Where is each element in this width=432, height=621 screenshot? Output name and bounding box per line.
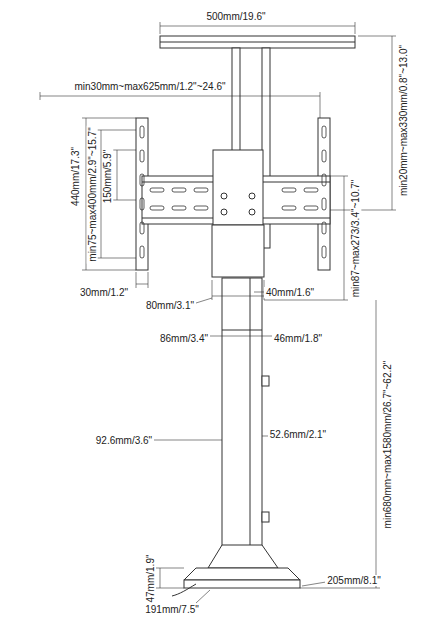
arm-slot xyxy=(140,174,144,186)
dimension-label: min87~max273/3.4"~10.7" xyxy=(350,177,361,299)
base-plate-side xyxy=(184,580,300,588)
top-plate xyxy=(160,36,355,48)
arm-slot xyxy=(322,198,326,210)
screw xyxy=(249,209,255,215)
cable-clip xyxy=(262,376,269,386)
arm-slot xyxy=(140,222,144,234)
dimension-label: 52.6mm/2.1" xyxy=(268,429,328,440)
arm-slot xyxy=(140,150,144,162)
dimension-label: 30mm/1.2" xyxy=(78,287,130,298)
dimension-label: 40mm/1.6" xyxy=(264,287,316,298)
dimension-label: 191mm/7.5" xyxy=(143,604,201,615)
lift-parts xyxy=(136,36,355,596)
dimension-label: 440mm/17.3" xyxy=(70,144,81,207)
dimension-label: 86mm/3.4" xyxy=(158,333,210,344)
bracket-slot xyxy=(194,206,208,210)
screw xyxy=(221,193,227,199)
dimension-label: 47mm/1.9" xyxy=(144,552,155,604)
arm-slot xyxy=(322,246,326,258)
dimension-label: min20mm~max330mm/0.8"~13.0" xyxy=(399,42,410,197)
bracket-slot xyxy=(172,188,186,192)
dimension-label: 46mm/1.8" xyxy=(272,333,324,344)
dimension-label: 205mm/8.1" xyxy=(325,575,383,586)
dimension-lines xyxy=(40,22,396,603)
top-plate-edge xyxy=(160,42,355,43)
arm-slot xyxy=(322,222,326,234)
arm-slot xyxy=(140,198,144,210)
bracket-slot xyxy=(304,188,318,192)
base-plate xyxy=(184,568,300,580)
dimension-label: min680mm~max1580mm/26.7"~62.2" xyxy=(383,358,394,530)
bracket-slot xyxy=(150,188,164,192)
power-cable xyxy=(172,584,196,596)
bracket-slot xyxy=(304,206,318,210)
bracket-slot xyxy=(150,206,164,210)
dimension-label: 80mm/3.1" xyxy=(144,300,196,311)
bracket-slot xyxy=(172,206,186,210)
motor-plate xyxy=(213,150,263,225)
pole-joint xyxy=(222,330,262,331)
bracket-slot xyxy=(282,188,296,192)
dimension-label: min75~max400mm/2.9"~15.7" xyxy=(87,125,98,263)
bracket-slots xyxy=(140,126,326,258)
arm-slot xyxy=(322,174,326,186)
arm-slot xyxy=(140,126,144,138)
arm-slot xyxy=(322,126,326,138)
screw xyxy=(249,193,255,199)
column-head xyxy=(212,225,264,277)
bracket-slot xyxy=(194,188,208,192)
arm-slot xyxy=(140,246,144,258)
base-wedge xyxy=(208,545,278,568)
arm-slot xyxy=(322,150,326,162)
dimension-label: 500mm/19.6" xyxy=(204,11,267,22)
pole-edge xyxy=(250,278,251,563)
screw xyxy=(221,209,227,215)
dimension-label: min30mm~max625mm/1.2"~24.6" xyxy=(72,81,227,92)
bracket-slot xyxy=(282,206,296,210)
cable-clip xyxy=(262,512,269,522)
dimension-label: 150mm/5.9" xyxy=(102,147,113,205)
column-pole xyxy=(222,278,262,563)
dimension-label: 92.6mm/3.6" xyxy=(94,435,154,446)
